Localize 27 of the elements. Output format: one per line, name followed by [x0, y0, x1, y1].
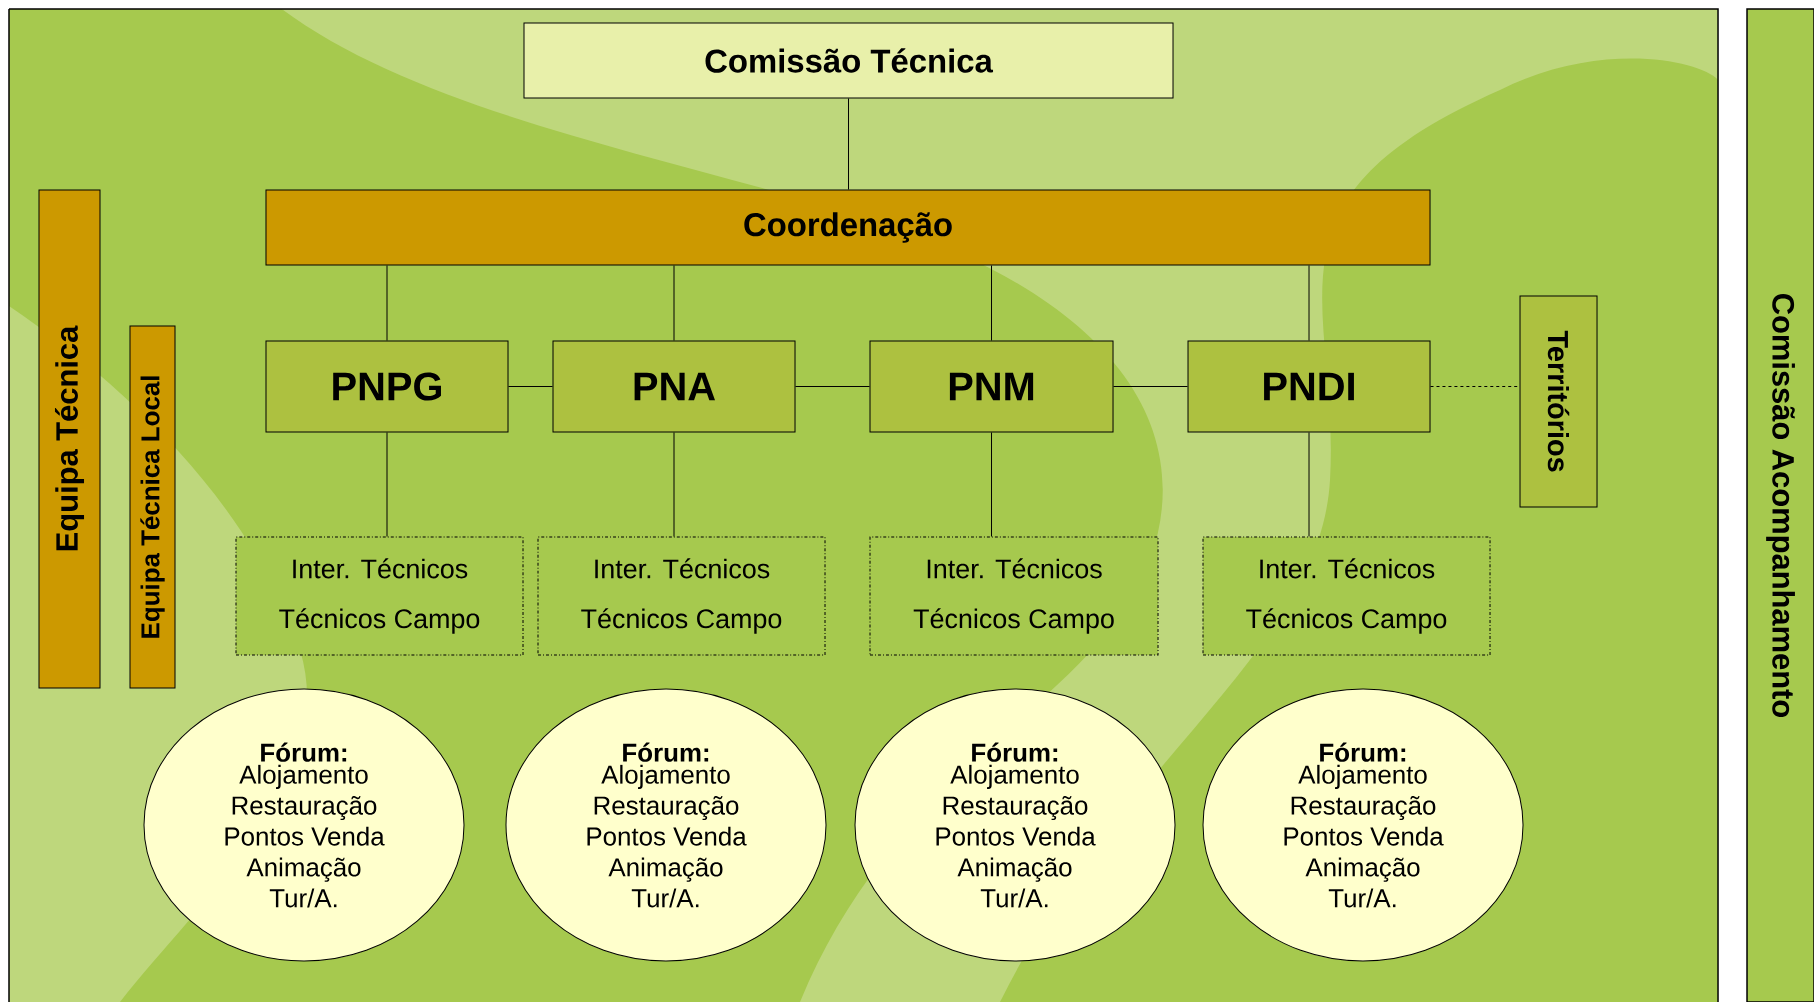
connector-line — [386, 265, 388, 341]
park-box: PNM — [869, 340, 1114, 433]
connector-line — [673, 265, 675, 341]
connector-line — [1113, 386, 1188, 387]
connector-line — [1308, 265, 1310, 341]
coordination-box: Coordenação — [265, 189, 1431, 266]
park-box: PNA — [552, 340, 796, 433]
connector-line — [386, 432, 388, 537]
connector-line — [1308, 432, 1310, 537]
team-box: Inter. Técnicos Técnicos Campo — [537, 536, 826, 656]
park-box: PNPG — [265, 340, 509, 433]
connector-line — [991, 265, 992, 341]
connector-line — [848, 98, 849, 190]
vertical-label-box: Territórios — [1519, 295, 1598, 508]
vertical-bar: Equipa Técnica Local — [129, 325, 176, 689]
team-box: Inter. Técnicos Técnicos Campo — [869, 536, 1159, 656]
connector-line — [991, 432, 992, 537]
team-box: Inter. Técnicos Técnicos Campo — [1202, 536, 1491, 656]
park-box: PNDI — [1187, 340, 1431, 433]
title-box: Comissão Técnica — [523, 22, 1174, 99]
side-band: Comissão Acompanhamento — [1746, 8, 1814, 1002]
connector-line — [795, 386, 870, 387]
vertical-bar: Equipa Técnica — [38, 189, 101, 689]
team-box: Inter. Técnicos Técnicos Campo — [235, 536, 524, 656]
connector-line — [508, 386, 553, 387]
connector-line — [673, 432, 675, 537]
connector-line — [1430, 386, 1520, 387]
